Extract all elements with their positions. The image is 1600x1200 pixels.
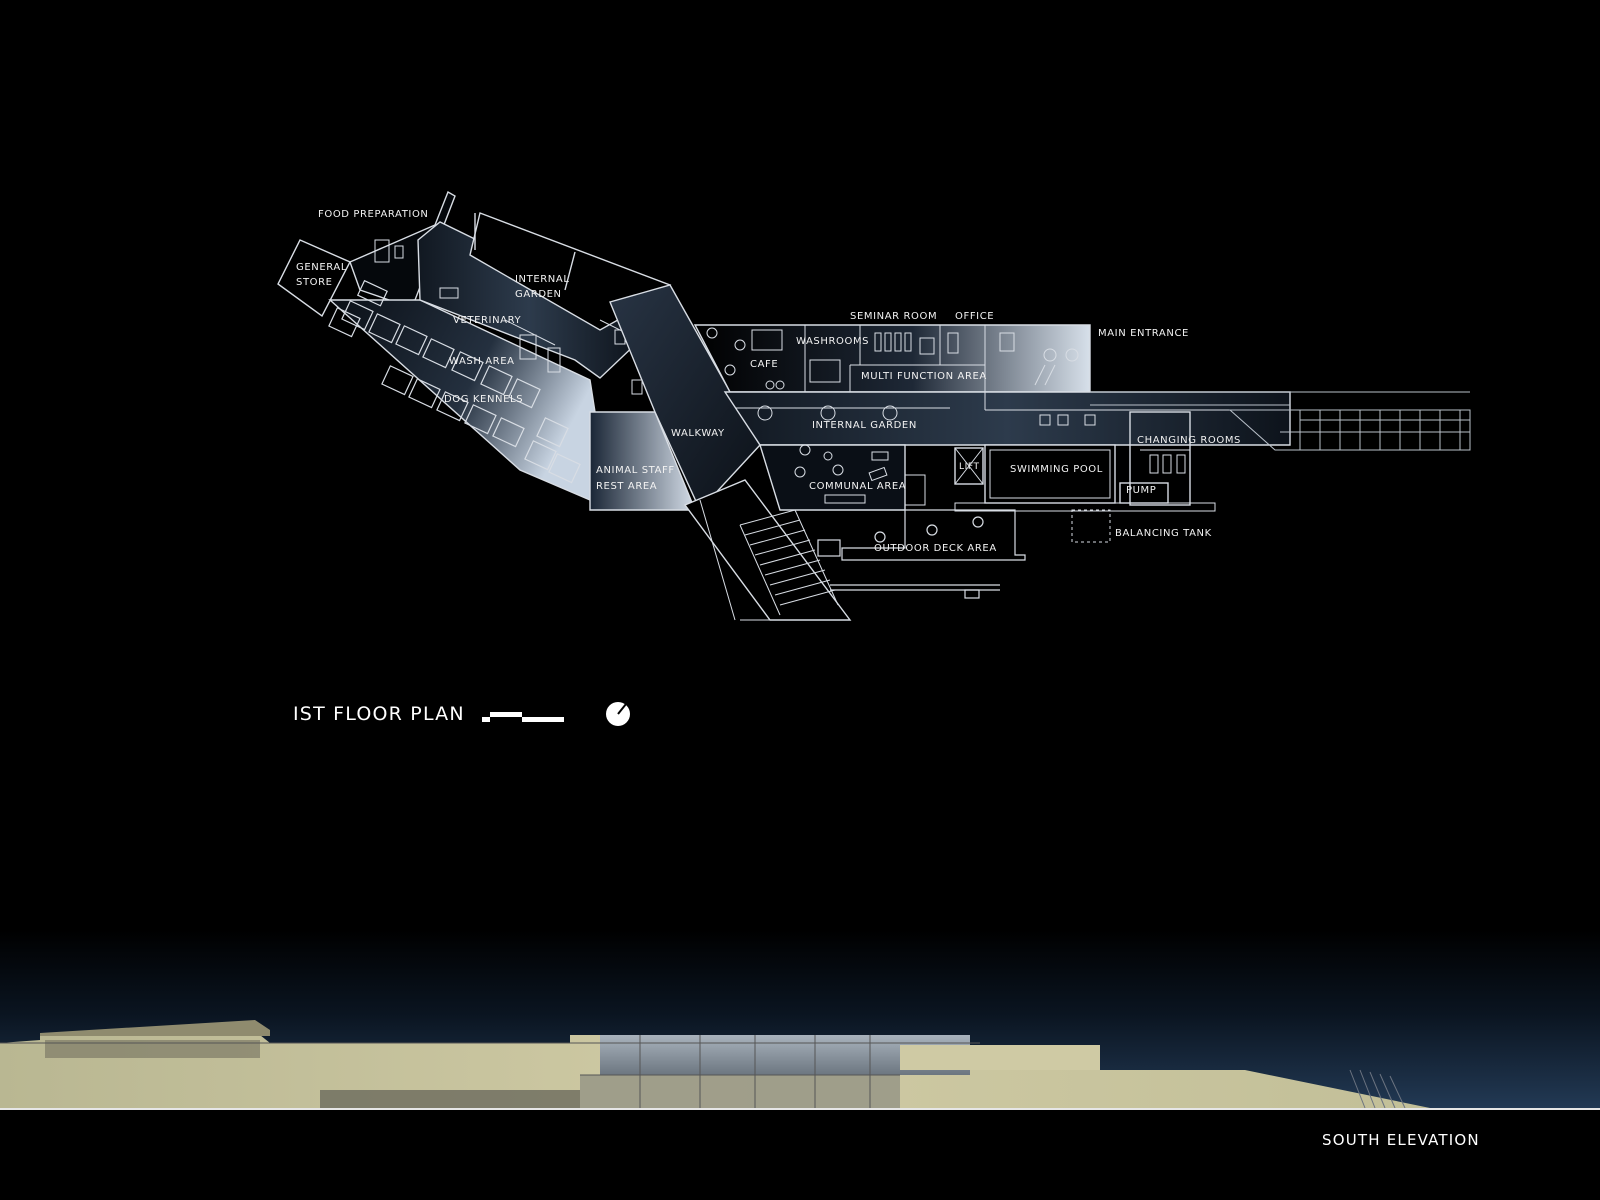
label-wash-area: WASH AREA xyxy=(449,356,515,367)
ground-line xyxy=(0,1108,1600,1111)
label-communal-area: COMMUNAL AREA xyxy=(809,481,907,492)
north-arrow-icon xyxy=(606,702,630,726)
outdoor-deck xyxy=(817,509,1026,599)
label-washrooms: WASHROOMS xyxy=(796,336,870,347)
label-internal-garden-west-1: INTERNAL xyxy=(515,274,570,285)
east-extension xyxy=(1090,391,1471,451)
label-changing-rooms: CHANGING ROOMS xyxy=(1137,435,1241,446)
scale-bar-icon xyxy=(482,712,564,722)
label-veterinary: VETERINARY xyxy=(453,315,522,326)
ground-base xyxy=(0,1110,1600,1200)
label-cafe: CAFE xyxy=(750,359,779,370)
label-animal-staff: ANIMAL STAFF xyxy=(596,465,675,476)
walkway xyxy=(609,284,852,621)
label-seminar-room: SEMINAR ROOM xyxy=(850,311,938,322)
label-office: OFFICE xyxy=(955,311,995,322)
label-store: STORE xyxy=(296,277,333,288)
south-elevation xyxy=(0,1020,1430,1109)
label-balancing-tank: BALANCING TANK xyxy=(1115,528,1212,539)
label-multi-function-area: MULTI FUNCTION AREA xyxy=(861,371,987,382)
label-main-entrance: MAIN ENTRANCE xyxy=(1098,328,1189,339)
label-pump: PUMP xyxy=(1126,485,1157,496)
label-food-preparation: FOOD PREPARATION xyxy=(318,209,429,220)
plan-title: IST FLOOR PLAN xyxy=(293,703,465,725)
label-rest-area: REST AREA xyxy=(596,481,658,492)
label-general: GENERAL xyxy=(296,262,348,273)
label-lift: LIFT xyxy=(959,462,980,472)
label-outdoor-deck-area: OUTDOOR DECK AREA xyxy=(874,543,997,554)
elevation-title: SOUTH ELEVATION xyxy=(1322,1131,1480,1149)
label-internal-garden-east: INTERNAL GARDEN xyxy=(812,420,917,431)
label-walkway: WALKWAY xyxy=(671,428,725,439)
label-dog-kennels: DOG KENNELS xyxy=(444,394,524,405)
label-swimming-pool: SWIMMING POOL xyxy=(1010,464,1103,475)
pool-block xyxy=(954,411,1216,543)
label-internal-garden-west-2: GARDEN xyxy=(515,289,562,300)
